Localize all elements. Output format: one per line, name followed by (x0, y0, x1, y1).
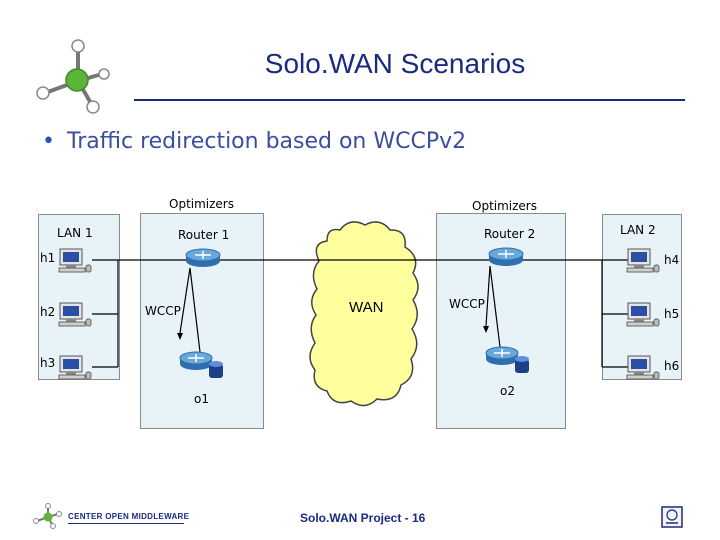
host-h5-computer-icon (626, 302, 660, 327)
footer-project-label: Solo.WAN Project - 16 (300, 511, 426, 525)
lan2-label: LAN 2 (620, 223, 656, 237)
lan1-box (38, 214, 120, 380)
bullet-text: Traffic redirection based on WCCPv2 (66, 129, 467, 154)
lan2-box (602, 214, 682, 380)
optimizers-left-label: Optimizers (169, 197, 234, 211)
optimizer-o2-label: o2 (500, 384, 515, 398)
slide-title: Solo.WAN Scenarios (264, 48, 526, 79)
footer-logo-text: CENTER OPEN MIDDLEWARE (68, 512, 190, 521)
wan-label: WAN (349, 299, 384, 316)
host-h2-label: h2 (40, 305, 56, 319)
router2-label: Router 2 (484, 227, 536, 241)
wccp-right-label: WCCP (449, 297, 485, 311)
wan-cloud (309, 221, 419, 407)
router-1-icon (185, 248, 221, 267)
bullet-icon: • (42, 129, 55, 154)
bullet-point: • Traffic redirection based on WCCPv2 (42, 129, 466, 154)
wccp-left-label: WCCP (145, 304, 181, 318)
router-2-icon (488, 247, 524, 266)
host-h6-computer-icon (626, 355, 660, 380)
host-h4-computer-icon (626, 248, 660, 273)
lan1-label: LAN 1 (57, 226, 93, 240)
host-h6-label: h6 (664, 359, 680, 373)
footer-molecule-logo (33, 503, 62, 529)
university-seal-icon (661, 506, 683, 528)
molecule-logo (36, 39, 110, 114)
host-h3-label: h3 (40, 356, 56, 370)
optimizer-o1-icon (179, 351, 223, 378)
host-h4-label: h4 (664, 253, 680, 267)
optimizer-o1-label: o1 (194, 392, 209, 406)
optimizers-right-label: Optimizers (472, 199, 537, 213)
title-divider (134, 99, 685, 101)
host-h1-computer-icon (58, 248, 92, 273)
host-h2-computer-icon (58, 302, 92, 327)
router1-label: Router 1 (178, 228, 230, 242)
host-h1-label: h1 (40, 251, 56, 265)
footer-logo-underline (68, 523, 184, 524)
optimizer-o2-icon (485, 346, 529, 373)
host-h3-computer-icon (58, 355, 92, 380)
host-h5-label: h5 (664, 307, 680, 321)
